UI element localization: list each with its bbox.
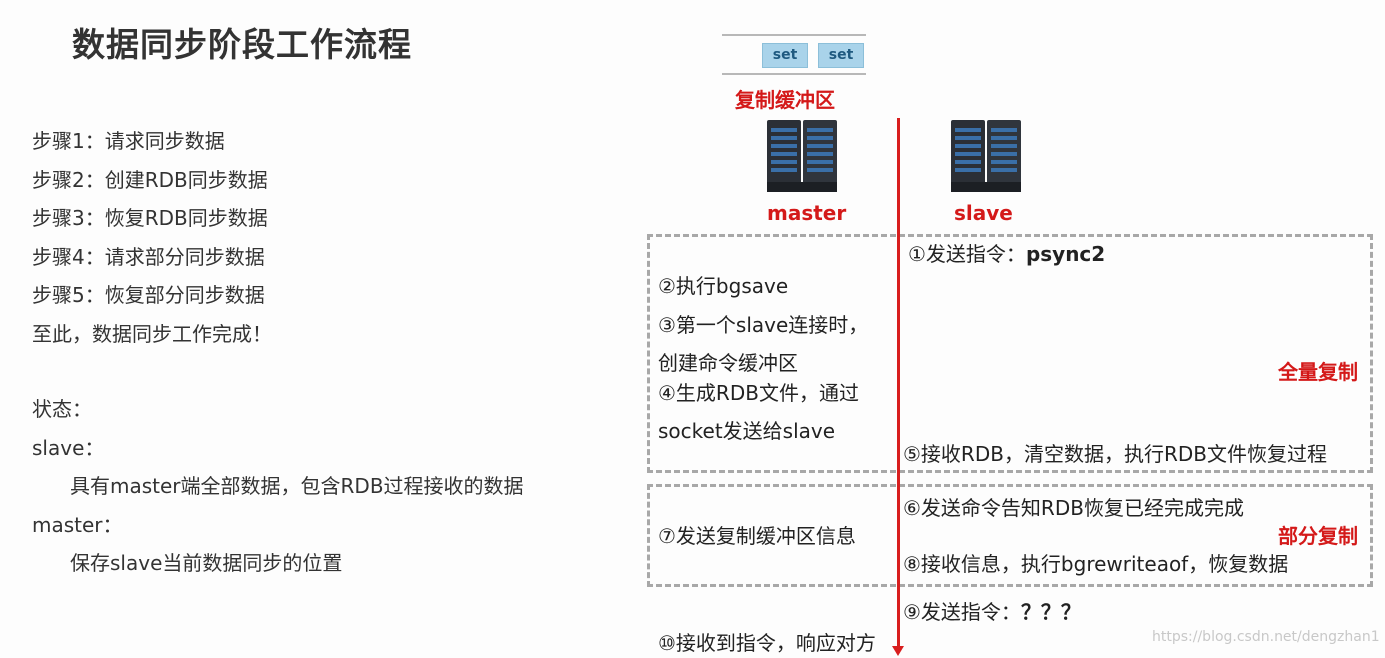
flow-step-5: ⑤接收RDB，清空数据，执行RDB文件恢复过程: [903, 442, 1327, 466]
flow-step-7: ⑦发送复制缓冲区信息: [658, 524, 856, 548]
partial-sync-label: 部分复制: [1278, 524, 1358, 548]
buffer-top-line: [722, 34, 866, 36]
status-master-desc: 保存slave当前数据同步的位置: [70, 551, 343, 575]
status-section: 状态： slave： 具有master端全部数据，包含RDB过程接收的数据 ma…: [32, 390, 524, 583]
buffer-set-item: set: [762, 43, 808, 68]
timeline-line: [897, 118, 900, 648]
buffer-label: 复制缓冲区: [735, 88, 835, 112]
step-item: 步骤1：请求同步数据: [32, 129, 225, 153]
step-item: 步骤3：恢复RDB同步数据: [32, 206, 268, 230]
step-item: 步骤2：创建RDB同步数据: [32, 167, 268, 192]
status-slave-label: slave：: [32, 435, 105, 460]
slave-server-icon: [949, 120, 1025, 198]
status-heading: 状态：: [32, 397, 92, 421]
flow-step-8: ⑧接收信息，执行bgrewriteaof，恢复数据: [903, 552, 1289, 576]
flow-step-10: ⑩接收到指令，响应对方: [658, 631, 876, 655]
full-sync-label: 全量复制: [1278, 360, 1358, 384]
timeline-arrow-icon: [892, 646, 904, 656]
slave-label: slave: [954, 201, 1013, 225]
page-title: 数据同步阶段工作流程: [72, 25, 412, 64]
buffer-bottom-line: [722, 73, 866, 75]
partial-sync-box: [647, 484, 1373, 587]
flow-step-9: ⑨发送指令：？？？: [903, 600, 1081, 624]
flow-step-4-line1: ④生成RDB文件，通过: [658, 381, 859, 405]
flow-step-3-line2: 创建命令缓冲区: [658, 351, 798, 375]
flow-step-3-line1: ③第一个slave连接时，: [658, 313, 869, 337]
flow-step-4-line2: socket发送给slave: [658, 419, 836, 443]
step-item: 至此，数据同步工作完成！: [32, 321, 272, 346]
step-item: 步骤4：请求部分同步数据: [32, 244, 265, 269]
flow-step-2: ②执行bgsave: [658, 274, 789, 298]
steps-list: 步骤1：请求同步数据 步骤2：创建RDB同步数据 步骤3：恢复RDB同步数据 步…: [32, 122, 272, 353]
flow-step-6: ⑥发送命令告知RDB恢复已经完成完成: [903, 496, 1244, 520]
buffer-set-item: set: [818, 43, 864, 68]
step-item: 步骤5：恢复部分同步数据: [32, 283, 265, 307]
status-master-label: master：: [32, 512, 123, 537]
status-slave-desc: 具有master端全部数据，包含RDB过程接收的数据: [70, 474, 524, 498]
watermark: https://blog.csdn.net/dengzhan1: [1152, 629, 1380, 645]
full-sync-box: [647, 234, 1373, 473]
master-label: master: [767, 201, 847, 225]
flow-step-1: ①发送指令：psync2: [908, 242, 1106, 266]
master-server-icon: [765, 120, 841, 198]
